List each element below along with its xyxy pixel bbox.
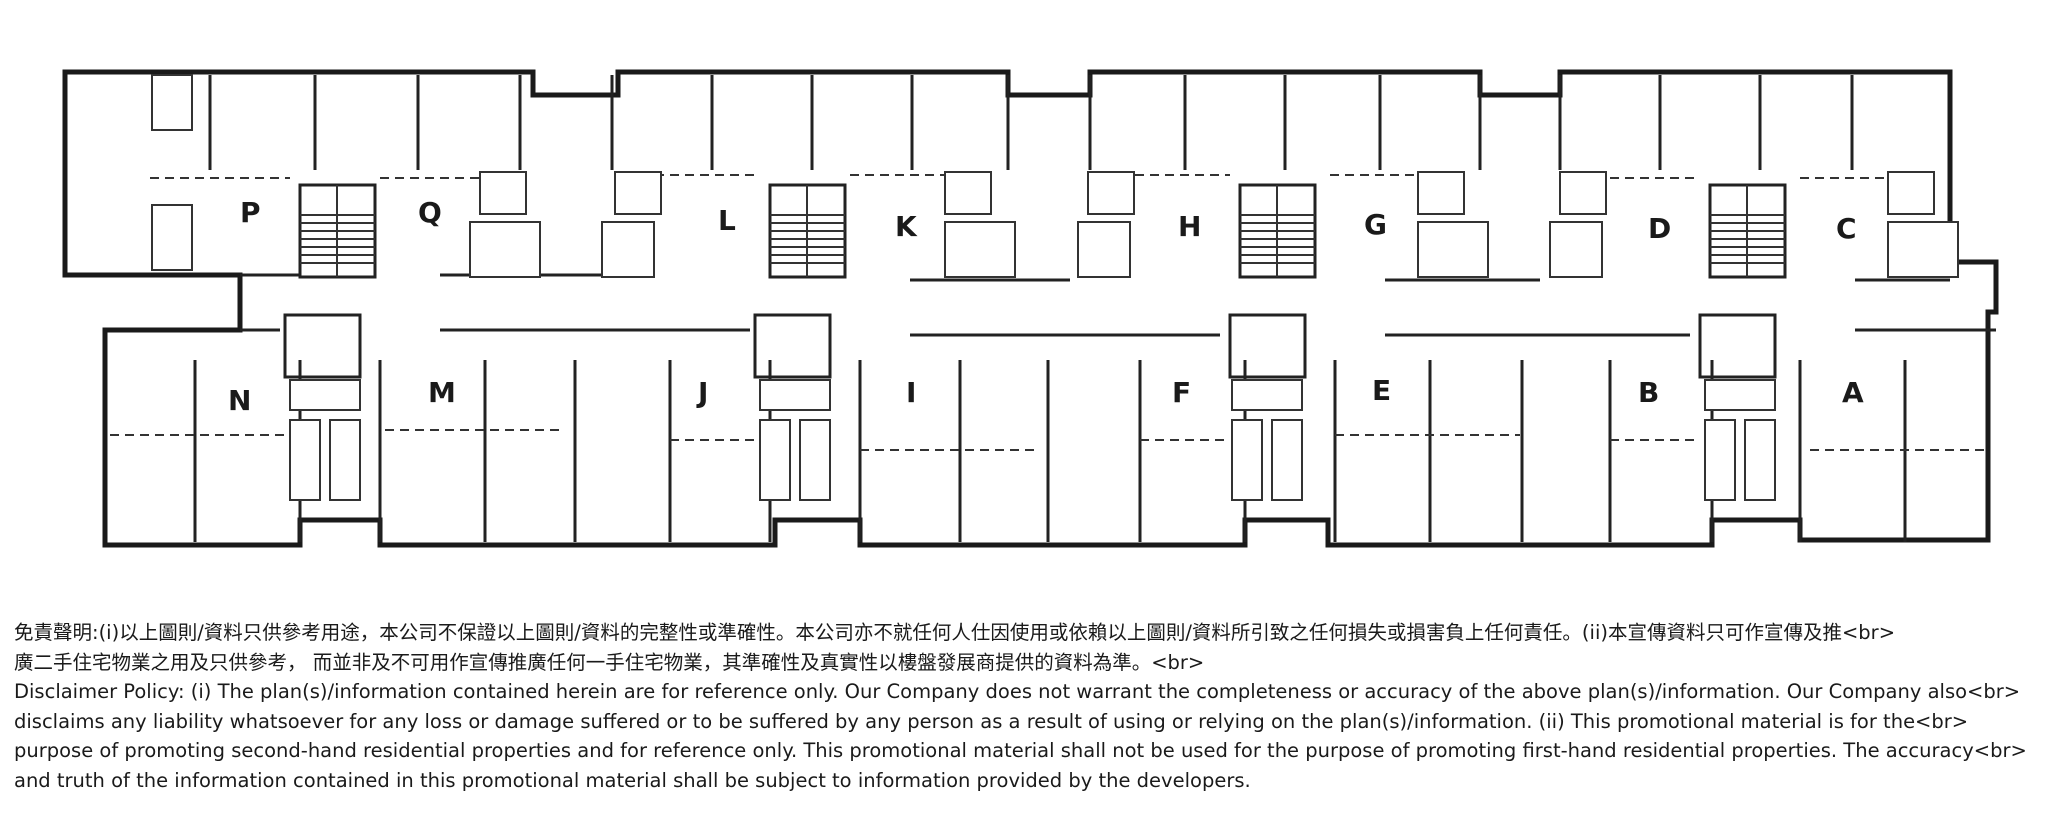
unit-label-a: A <box>1842 376 1864 409</box>
fixture-0 <box>151 74 193 131</box>
fixture-7 <box>944 221 1016 278</box>
fixture-17 <box>289 419 321 501</box>
unit-label-l: L <box>718 204 736 237</box>
unit-label-p: P <box>240 196 261 229</box>
fixture-3 <box>469 221 541 278</box>
bathroom-kitchen-fixtures <box>151 74 1959 501</box>
fixture-20 <box>759 419 791 501</box>
unit-label-f: F <box>1172 376 1191 409</box>
disclaimer-line-en-3: purpose of promoting second-hand residen… <box>14 739 2027 762</box>
fixture-9 <box>1077 221 1131 278</box>
fixture-14 <box>1887 171 1935 215</box>
fixture-5 <box>601 221 655 278</box>
disclaimer: 免責聲明:(i)以上圖則/資料只供參考用途，本公司不保證以上圖則/資料的完整性或… <box>14 618 2034 795</box>
fixture-10 <box>1417 171 1465 215</box>
fixture-27 <box>1744 419 1776 501</box>
unit-label-i: I <box>906 376 916 409</box>
interior-partitions <box>110 75 1996 542</box>
disclaimer-line-en-4: and truth of the information contained i… <box>14 768 1251 792</box>
disclaimer-line-zh-1: 免責聲明:(i)以上圖則/資料只供參考用途，本公司不保證以上圖則/資料的完整性或… <box>14 621 1896 644</box>
disclaimer-line-en-1: Disclaimer Policy: (i) The plan(s)/infor… <box>14 680 2021 703</box>
unit-label-b: B <box>1638 376 1659 409</box>
fixture-22 <box>1231 379 1303 411</box>
fixture-24 <box>1271 419 1303 501</box>
unit-label-j: J <box>696 376 708 409</box>
fixture-21 <box>799 419 831 501</box>
unit-label-k: K <box>895 210 918 243</box>
unit-label-n: N <box>228 384 251 417</box>
fixture-26 <box>1704 419 1736 501</box>
fixture-16 <box>289 379 361 411</box>
fixture-18 <box>329 419 361 501</box>
fixture-11 <box>1417 221 1489 278</box>
unit-label-q: Q <box>418 196 442 229</box>
lift-lobby-3 <box>1698 313 1777 379</box>
fixture-1 <box>151 204 193 271</box>
lift-lobby-0 <box>283 313 362 379</box>
fixture-19 <box>759 379 831 411</box>
lift-lobby-1 <box>753 313 832 379</box>
unit-label-g: G <box>1364 208 1387 241</box>
fixture-12 <box>1559 171 1607 215</box>
unit-label-c: C <box>1836 212 1857 245</box>
unit-label-m: M <box>428 376 456 409</box>
fixture-25 <box>1704 379 1776 411</box>
fixture-2 <box>479 171 527 215</box>
fixture-6 <box>944 171 992 215</box>
unit-label-h: H <box>1178 210 1201 243</box>
fixture-15 <box>1887 221 1959 278</box>
floor-plan: P Q L K H G D C N M J I F E B A <box>62 69 1999 548</box>
unit-label-e: E <box>1372 374 1391 407</box>
unit-label-d: D <box>1648 212 1671 245</box>
fixture-8 <box>1087 171 1135 215</box>
fixture-13 <box>1549 221 1603 278</box>
disclaimer-line-zh-2: 廣二手住宅物業之用及只供參考， 而並非及不可用作宣傳推廣任何一手住宅物業，其準確… <box>14 650 1205 674</box>
fixture-23 <box>1231 419 1263 501</box>
lift-lobby-2 <box>1228 313 1307 379</box>
disclaimer-line-en-2: disclaims any liability whatsoever for a… <box>14 709 1969 733</box>
fixture-4 <box>614 171 662 215</box>
